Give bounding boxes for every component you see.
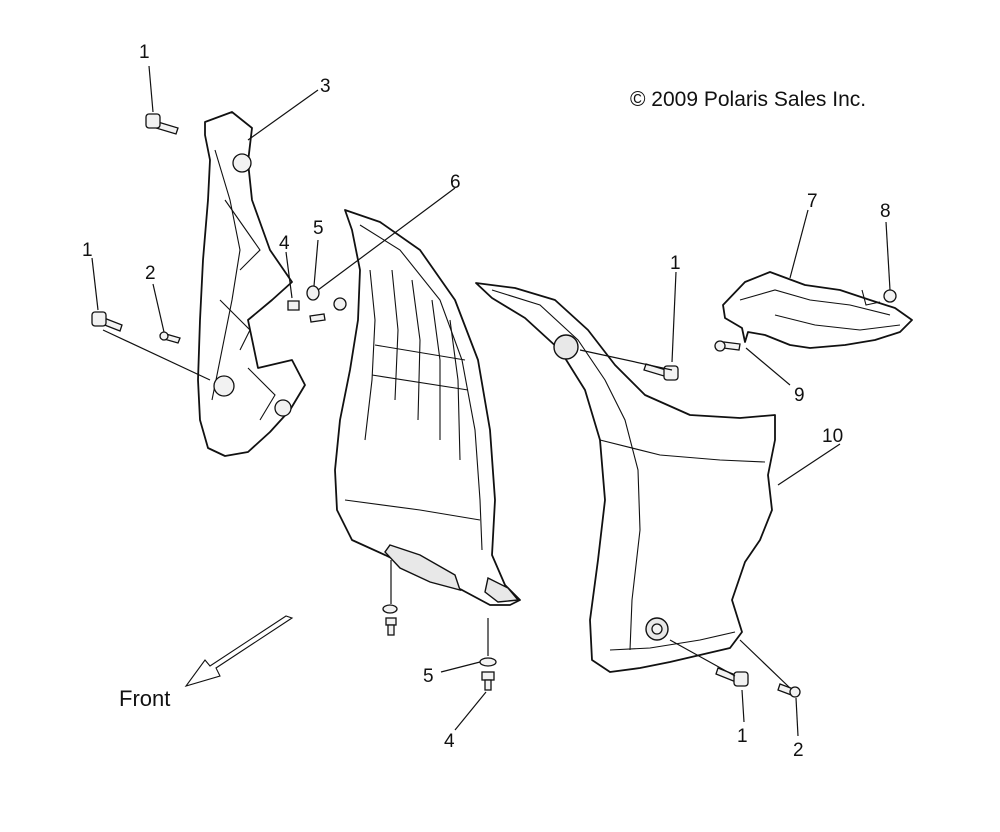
callout-2-left: 2 (145, 263, 156, 284)
screw-2-right (777, 683, 801, 698)
part-10-right-shroud (475, 282, 776, 673)
callout-2-right: 2 (793, 740, 804, 761)
washer-5-lower (382, 604, 497, 667)
nut-8 (883, 289, 897, 303)
callout-3: 3 (320, 76, 331, 97)
callout-7: 7 (807, 191, 818, 212)
part-7-heat-shield (722, 271, 913, 349)
callout-9: 9 (794, 385, 805, 406)
screw-4-upper (287, 300, 326, 323)
callout-1-right-upper: 1 (670, 253, 681, 274)
callout-10: 10 (822, 426, 843, 447)
leader-lines (91, 65, 891, 737)
bolt-1-right-lower (715, 667, 749, 687)
callout-4-upper: 4 (279, 233, 290, 254)
callout-1-top: 1 (139, 42, 150, 63)
bolt-1-left (91, 311, 123, 332)
bolt-1-top (145, 113, 179, 135)
callout-4-lower: 4 (444, 731, 455, 752)
callout-6: 6 (450, 172, 461, 193)
callout-5-upper: 5 (313, 218, 324, 239)
screw-4-lower-a (385, 617, 397, 636)
callout-numbers: 1 3 1 2 4 5 6 1 7 8 9 10 5 4 1 2 (82, 42, 891, 761)
fasteners (91, 113, 897, 698)
part-3-bracket (197, 111, 306, 457)
copyright-notice: © 2009 Polaris Sales Inc. (630, 88, 866, 111)
callout-1-left: 1 (82, 240, 93, 261)
washer-5-upper (306, 285, 347, 311)
callout-8: 8 (880, 201, 891, 222)
front-label: Front (119, 686, 170, 711)
screw-4-lower-b (481, 671, 495, 691)
screw-9 (714, 340, 741, 352)
part-6-center-shroud (334, 209, 521, 606)
screw-2-left (159, 331, 181, 344)
callout-5-lower: 5 (423, 666, 434, 687)
front-arrow (184, 615, 294, 687)
callout-1-right-lower: 1 (737, 726, 748, 747)
bolt-1-right-upper (643, 363, 679, 381)
